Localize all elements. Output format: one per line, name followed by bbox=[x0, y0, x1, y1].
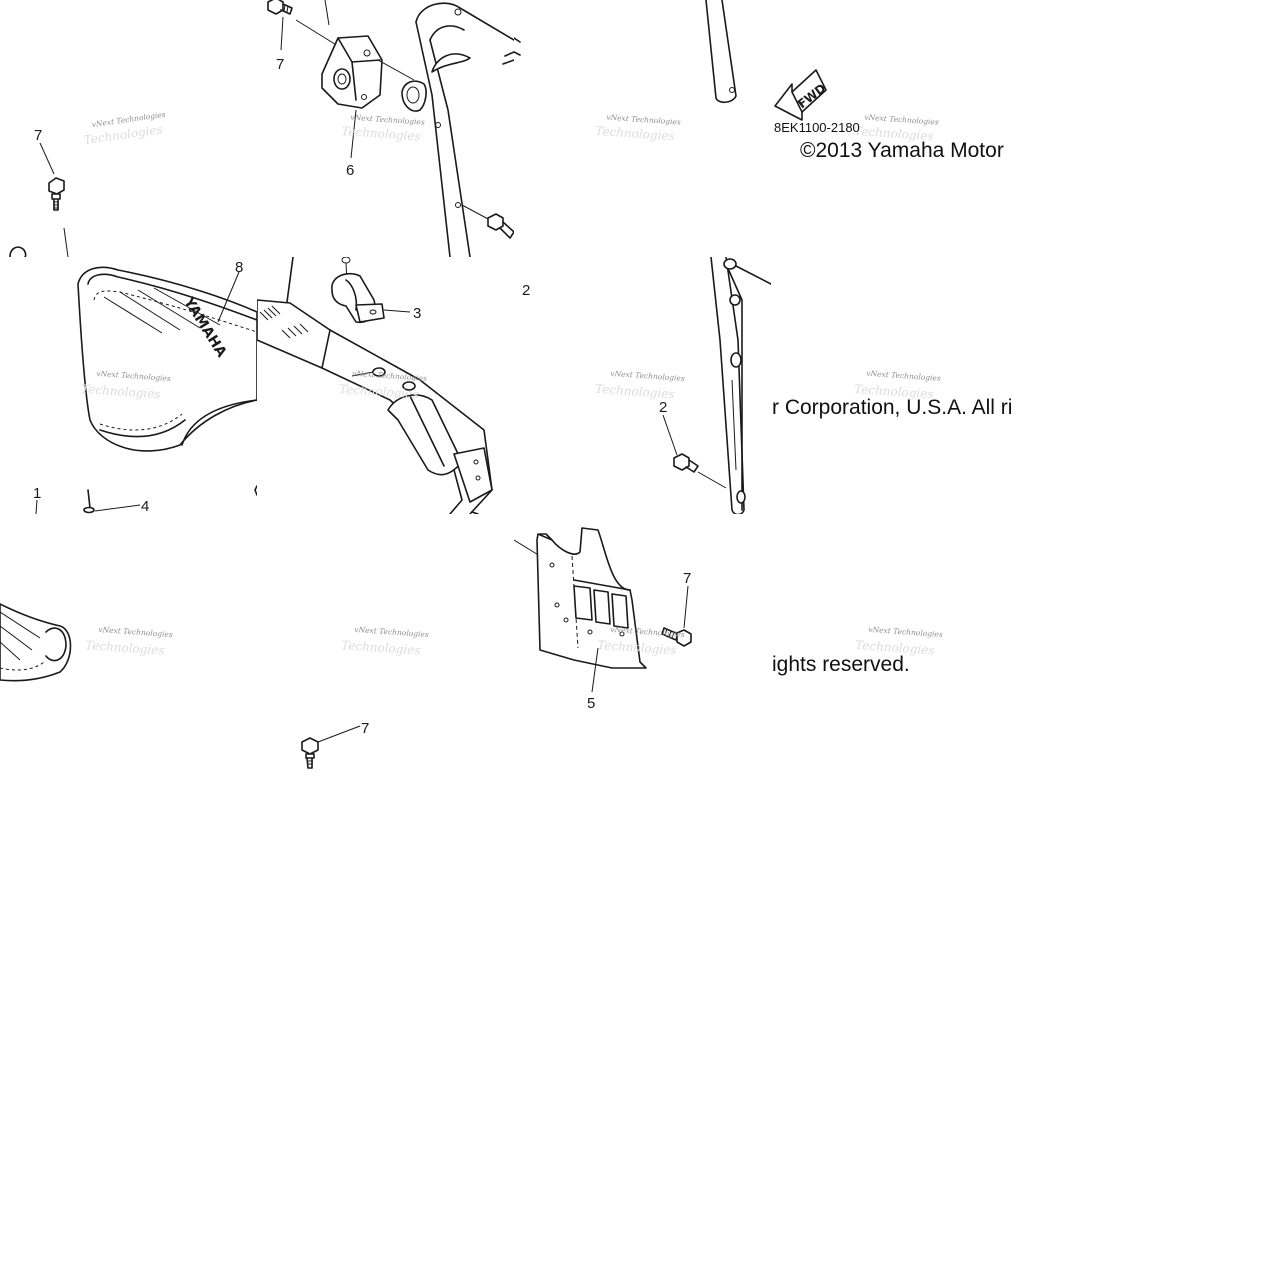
clamp-bracket-3 bbox=[331, 257, 385, 324]
svg-text:Technologies: Technologies bbox=[85, 638, 165, 658]
tile-1-2 bbox=[662, 257, 771, 514]
tile-2-1 bbox=[301, 725, 361, 769]
svg-text:Technologies: Technologies bbox=[341, 124, 421, 144]
drawing-code: 8EK1100-2180 bbox=[774, 120, 860, 135]
callout-2a: 2 bbox=[522, 282, 530, 299]
bolt-2-icon bbox=[461, 204, 514, 239]
copyright-line-1: ©2013 Yamaha Motor bbox=[800, 139, 1004, 162]
tube-stay bbox=[710, 257, 771, 514]
watermark: vNext Technologies bbox=[352, 369, 427, 383]
callout-2b: 2 bbox=[659, 399, 667, 416]
callout-6: 6 bbox=[346, 162, 354, 179]
bolt-7-icon bbox=[48, 177, 65, 211]
svg-text:Technologies: Technologies bbox=[595, 124, 675, 144]
callout-3: 3 bbox=[413, 305, 421, 322]
svg-text:Technologies: Technologies bbox=[341, 638, 421, 658]
svg-text:Technologies: Technologies bbox=[81, 382, 161, 402]
callout-labels: 7 6 7 2 8 3 1 4 2 7 5 7 bbox=[33, 56, 691, 737]
callout-8: 8 bbox=[235, 259, 243, 276]
front-plate-tube bbox=[415, 2, 514, 257]
svg-text:Technologies: Technologies bbox=[854, 382, 934, 402]
callout-7d: 7 bbox=[361, 720, 369, 737]
watermark: vNext Technologies bbox=[610, 369, 685, 383]
plate-5 bbox=[536, 527, 647, 669]
svg-text:Technologies: Technologies bbox=[595, 382, 675, 402]
callout-7b: 7 bbox=[34, 127, 42, 144]
fwd-arrow-icon: FWD bbox=[774, 69, 828, 121]
threaded-tube bbox=[257, 257, 493, 514]
watermark: vNext Technologies bbox=[354, 625, 429, 639]
bolt-7-icon bbox=[301, 737, 319, 769]
bolt-7-icon bbox=[661, 627, 692, 647]
tile-2-2 bbox=[514, 527, 692, 693]
watermark: vNext Technologies bbox=[866, 369, 941, 383]
callout-4: 4 bbox=[141, 498, 149, 515]
svg-text:Technologies: Technologies bbox=[854, 124, 934, 144]
copyright-line-3: ights reserved. bbox=[772, 653, 910, 676]
svg-text:Technologies: Technologies bbox=[597, 638, 677, 658]
tile-0-0 bbox=[9, 142, 69, 257]
tile-1-0: YAMAHA bbox=[35, 266, 257, 514]
tile-0-1 bbox=[267, 0, 514, 257]
callout-7c: 7 bbox=[683, 570, 691, 587]
tile-2-0 bbox=[0, 603, 72, 682]
tile-0-2 bbox=[514, 0, 737, 104]
bolt-7-icon bbox=[267, 0, 293, 15]
callout-1: 1 bbox=[33, 485, 41, 502]
bolt-2-icon bbox=[662, 414, 727, 489]
svg-text:Technologies: Technologies bbox=[339, 382, 419, 402]
watermark: vNext Technologies bbox=[868, 625, 943, 639]
watermark: vNext Technologies bbox=[98, 625, 173, 639]
seat-8: YAMAHA bbox=[77, 266, 257, 452]
copyright-line-2: r Corporation, U.S.A. All ri bbox=[772, 396, 1013, 419]
callout-7a: 7 bbox=[276, 56, 284, 73]
tile-1-1 bbox=[257, 257, 493, 514]
bracket-6 bbox=[321, 35, 383, 109]
tack-4-icon bbox=[83, 489, 95, 514]
svg-text:Technologies: Technologies bbox=[855, 638, 935, 658]
callout-5: 5 bbox=[587, 695, 595, 712]
